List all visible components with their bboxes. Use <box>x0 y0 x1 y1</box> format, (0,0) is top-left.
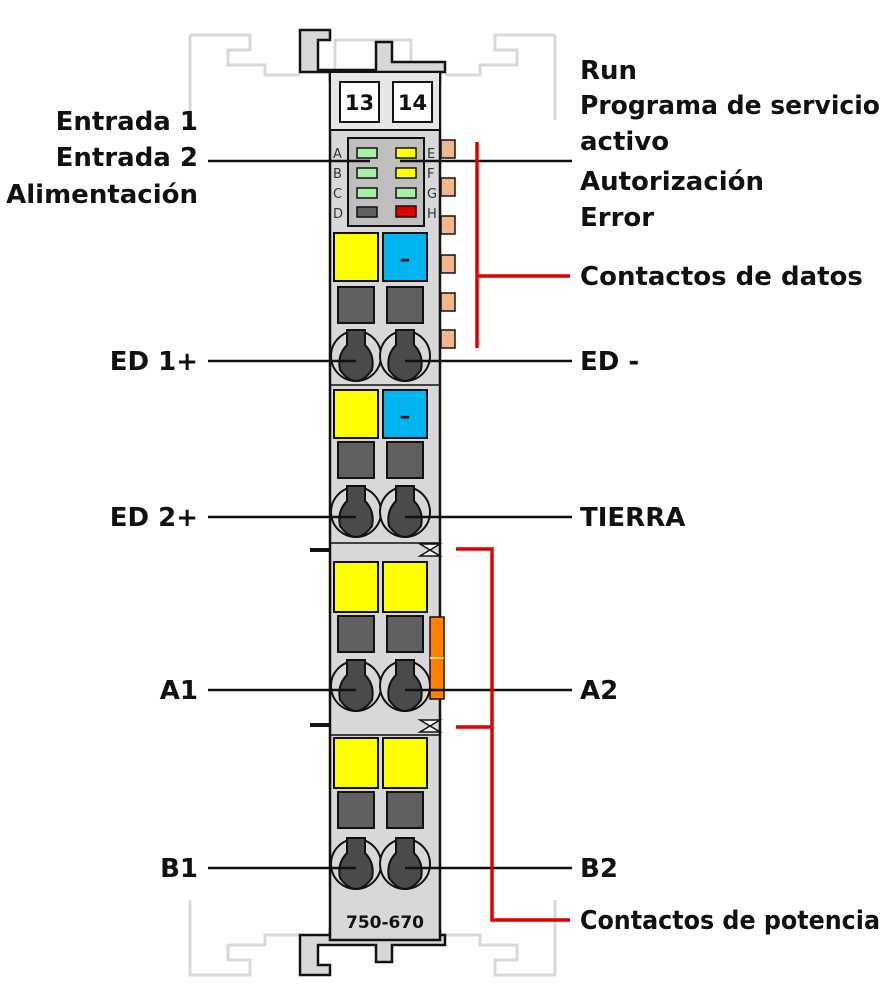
led-letter-e: E <box>427 147 435 162</box>
label-b1: B1 <box>160 854 198 884</box>
power-contact-marker-top <box>417 543 443 557</box>
led-h-error <box>395 205 417 218</box>
terminal-group-2: – <box>330 389 431 538</box>
terminal-group-1: – <box>330 232 431 382</box>
label-ground: TIERRA <box>580 503 685 533</box>
label-ed2-plus: ED 2+ <box>110 503 198 533</box>
led-letter-g: G <box>427 187 437 202</box>
led-letter-b: B <box>333 167 342 182</box>
label-input-1: Entrada 1 <box>56 107 198 137</box>
label-ed-minus: ED - <box>580 347 639 377</box>
power-contacts-bracket <box>456 547 570 922</box>
led-b-input2 <box>356 167 378 179</box>
label-input-2: Entrada 2 <box>56 143 198 173</box>
terminal-group-4 <box>330 737 431 890</box>
led-a-input1 <box>356 147 378 159</box>
label-supply: Alimentación <box>6 180 198 210</box>
leader-lines <box>208 159 572 870</box>
push-button-blue <box>382 232 428 282</box>
label-service-program-line1: Programa de servicio <box>580 91 880 121</box>
led-c-supply <box>356 187 378 199</box>
minus-marker: – <box>400 247 411 271</box>
data-contact-pads <box>440 139 456 349</box>
label-authorization: Autorización <box>580 167 764 197</box>
label-power-contacts: Contactos de potencia <box>580 906 880 936</box>
led-letter-f: F <box>427 167 434 182</box>
led-e-run <box>395 147 417 159</box>
label-service-program-line2: activo <box>580 127 669 157</box>
led-letter-h: H <box>427 207 437 222</box>
terminal-number-14: 14 <box>398 91 427 115</box>
data-contacts-bracket <box>475 142 570 348</box>
model-number: 750-670 <box>346 913 424 933</box>
label-b2: B2 <box>580 854 618 884</box>
terminal-number-box-14 <box>392 81 433 123</box>
terminal-number-13: 13 <box>345 91 374 115</box>
power-contact-marker-bottom <box>417 719 443 733</box>
din-rail-outline <box>188 33 557 977</box>
led-letter-d: D <box>333 207 343 222</box>
led-letter-c: C <box>333 187 342 202</box>
label-data-contacts: Contactos de datos <box>580 262 863 292</box>
led-letter-a: A <box>333 147 342 162</box>
led-d-off <box>356 206 378 218</box>
led-f-service <box>395 167 417 179</box>
terminal-number-box-13 <box>339 81 380 123</box>
label-run: Run <box>580 56 637 86</box>
label-ed1-plus: ED 1+ <box>110 347 198 377</box>
label-a1: A1 <box>160 676 198 706</box>
led-g-authorization <box>395 187 417 199</box>
label-error: Error <box>580 203 654 233</box>
push-button-yellow <box>333 232 379 282</box>
minus-marker-2: – <box>400 404 411 428</box>
label-a2: A2 <box>580 676 618 706</box>
